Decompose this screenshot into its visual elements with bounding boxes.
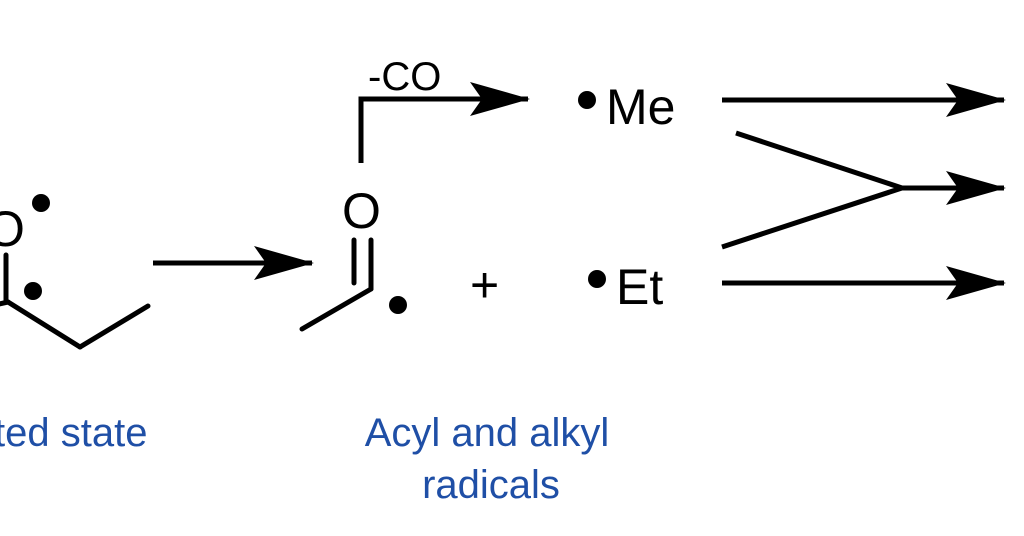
excited-state-bond-middle bbox=[5, 299, 83, 350]
combination-arrow bbox=[721, 133, 1004, 250]
decarbonylation-label: -CO bbox=[368, 55, 441, 99]
plus-sign: + bbox=[470, 257, 499, 313]
excited-state-bond-right bbox=[77, 303, 151, 350]
ethyl-radical-label: Et bbox=[616, 259, 663, 315]
excited-state-oxygen-label: O bbox=[0, 201, 25, 257]
ethyl-radical-dot bbox=[588, 270, 606, 288]
excited-state-carbon-radical-dot bbox=[24, 282, 42, 300]
acyl-methyl-bond bbox=[299, 286, 374, 332]
excited-state-caption: ted state bbox=[0, 411, 147, 455]
excited-state-bond-left bbox=[0, 299, 11, 307]
acyl-radical-dot bbox=[389, 296, 407, 314]
acyl-radical-structure bbox=[299, 237, 374, 332]
excited-state-oxygen-radical-dot bbox=[32, 194, 50, 212]
decarbonylation-arrow bbox=[358, 82, 530, 163]
excited-state-structure bbox=[0, 252, 151, 350]
radicals-caption-line2: radicals bbox=[422, 463, 560, 507]
methyl-radical-label: Me bbox=[606, 79, 675, 135]
acyl-oxygen-label: O bbox=[342, 183, 381, 239]
radicals-caption-line1: Acyl and alkyl bbox=[365, 411, 610, 455]
methyl-radical-dot bbox=[578, 91, 596, 109]
